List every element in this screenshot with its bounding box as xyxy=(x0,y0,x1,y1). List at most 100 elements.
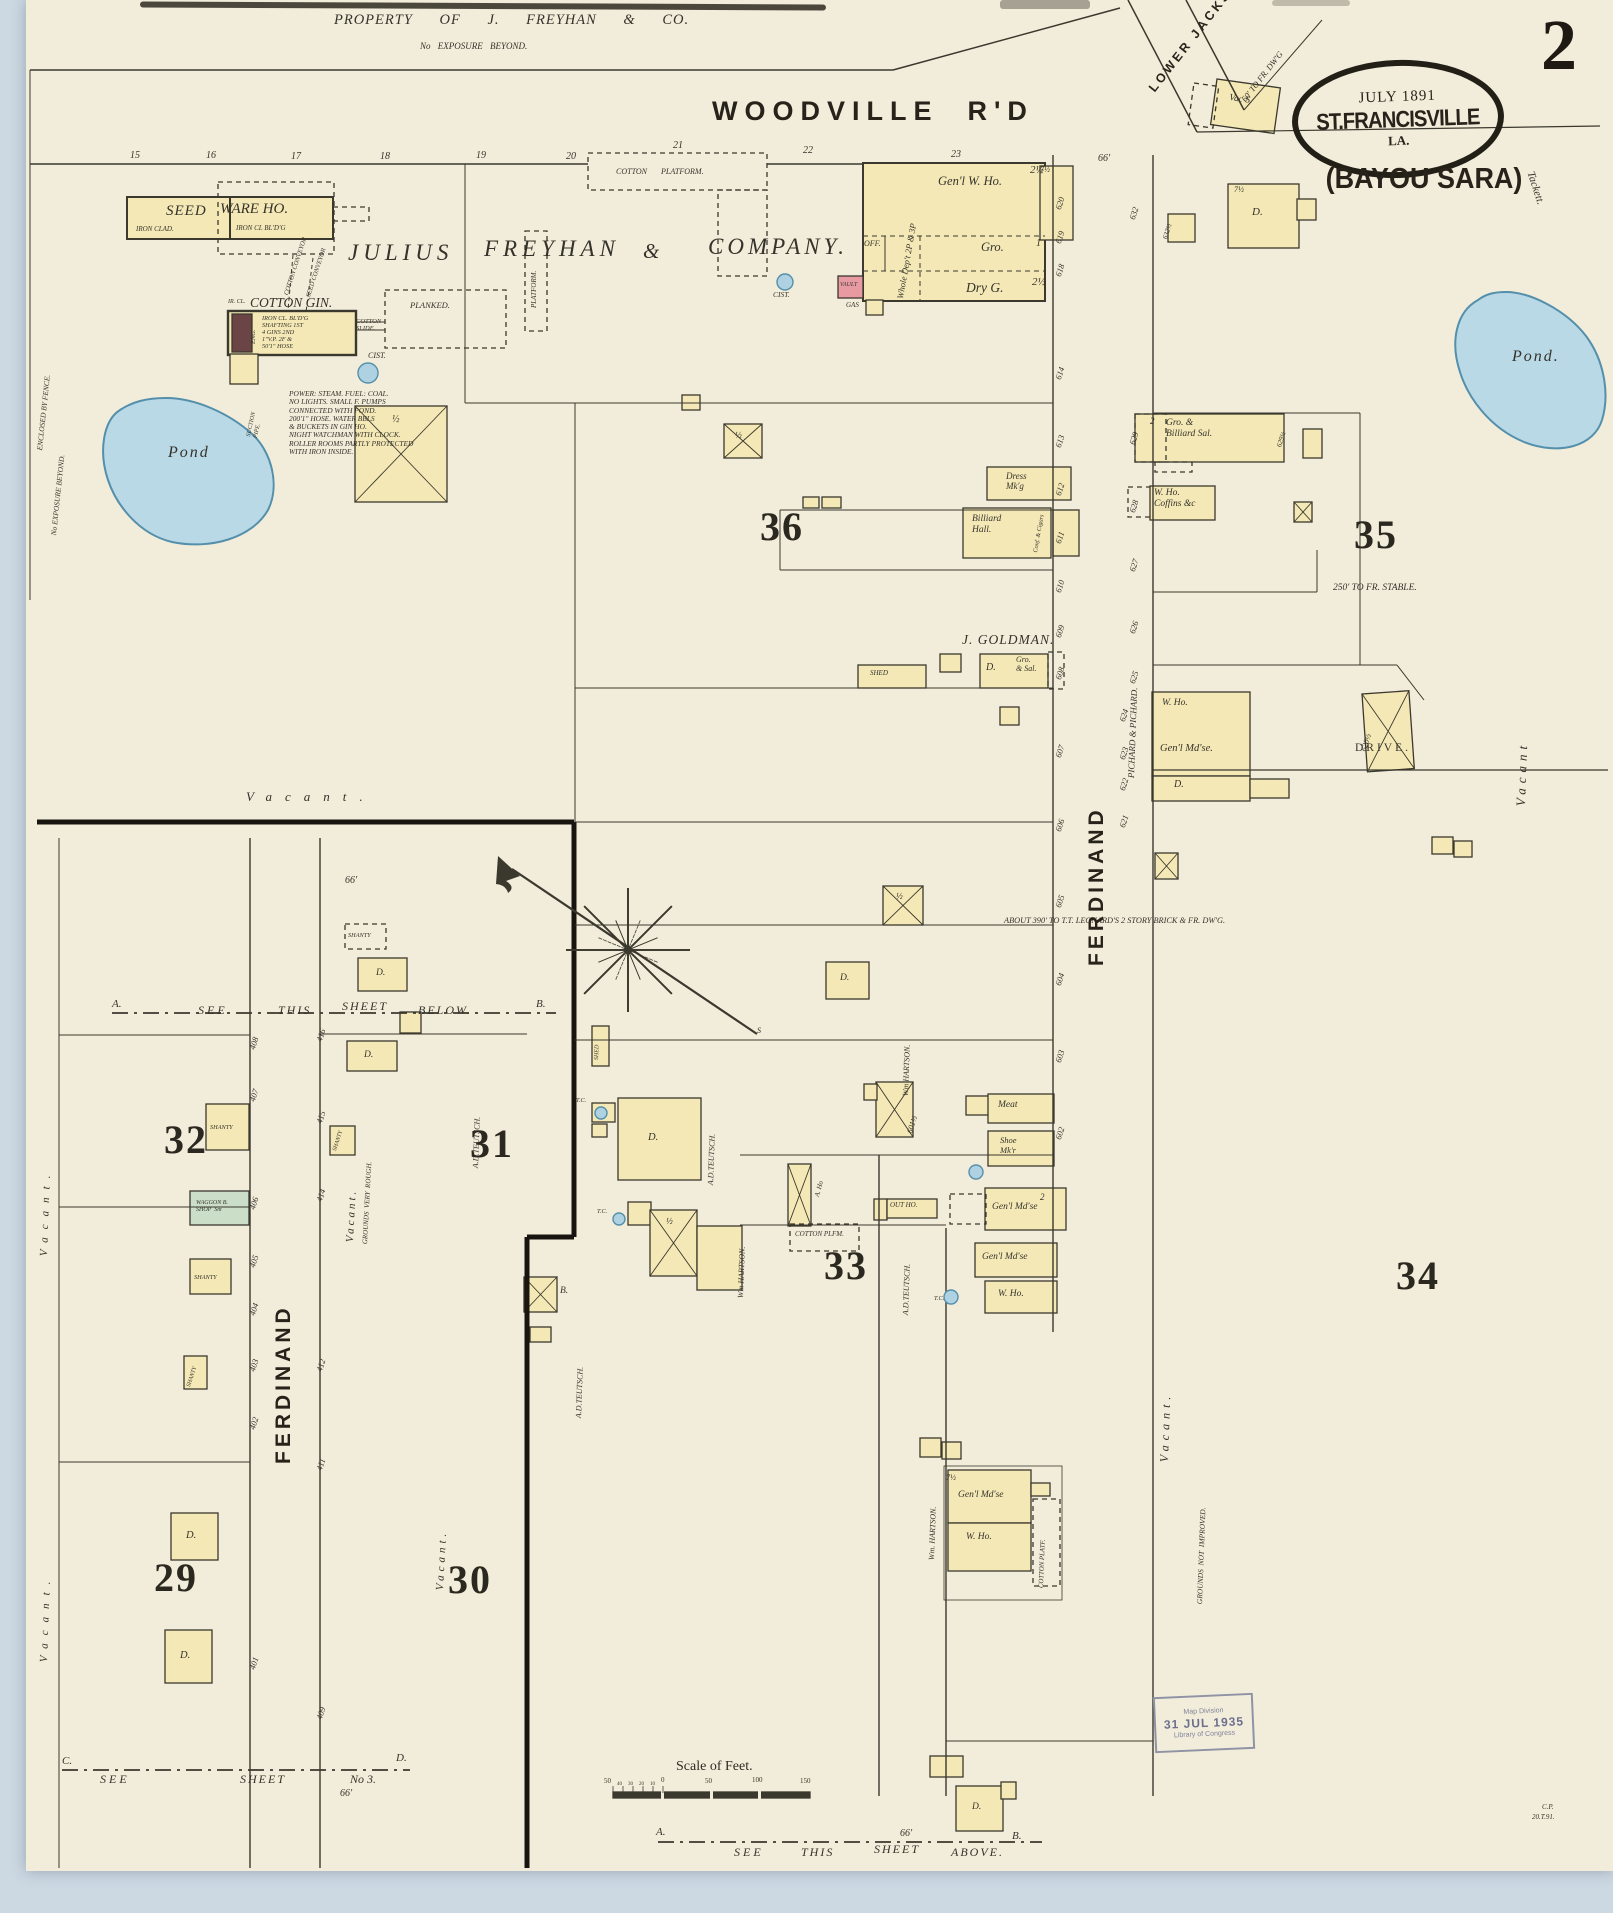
map-label: OUT HO. xyxy=(890,1201,918,1209)
map-label: Gro. & Billiard Sal. xyxy=(1166,418,1213,439)
gin-annex xyxy=(229,353,259,385)
hartson-outline xyxy=(943,1465,1063,1601)
dwelling-31a xyxy=(357,957,408,992)
meat-att xyxy=(965,1095,990,1116)
block-35: 35 xyxy=(1354,512,1398,557)
owner-teutsch-2: A.D.TEUTSCH. xyxy=(706,1133,717,1186)
dress-making xyxy=(986,466,1072,501)
shed-vertical xyxy=(591,1025,610,1067)
map-label: Gen'l Md'se. xyxy=(1160,743,1213,754)
block-31: 31 xyxy=(470,1121,514,1166)
map-label: ½ xyxy=(896,891,903,901)
map-label: 22 xyxy=(803,145,813,156)
map-label: Dress Mk'g xyxy=(1006,471,1027,492)
map-label: D. xyxy=(648,1132,659,1143)
dwelling-mid xyxy=(617,1097,702,1181)
map-label: IR. CL. xyxy=(228,299,246,305)
crossed-half-bldg xyxy=(882,885,924,926)
map-label: 7½ xyxy=(1234,185,1244,194)
bldg-601half xyxy=(875,1081,914,1138)
owner-goldman: J. GOLDMAN. xyxy=(962,632,1055,647)
ref-250ft: 250' TO FR. STABLE. xyxy=(1333,583,1417,593)
block-30: 30 xyxy=(448,1557,492,1602)
scale-title: Scale of Feet. xyxy=(676,1759,753,1774)
paper-smudge xyxy=(1272,0,1350,6)
seed-platform-dashed xyxy=(217,181,335,255)
hartson-mid-main xyxy=(696,1225,743,1291)
small-b xyxy=(821,496,842,509)
map-label: SEED xyxy=(166,203,207,219)
map-label: ½ xyxy=(735,430,742,440)
map-label: 20 xyxy=(566,151,576,162)
cistern-freyhan xyxy=(776,273,794,291)
scale-slit-3 xyxy=(758,1791,761,1799)
map-label: 2½ xyxy=(1030,164,1044,176)
bldg-620half xyxy=(1361,690,1416,773)
map-label: Gen'l Md'se xyxy=(992,1202,1038,1212)
map-label: GAS xyxy=(846,301,859,309)
map-label: 20 xyxy=(639,1782,644,1787)
map-label: No 3. xyxy=(350,1772,377,1786)
waggon-shop xyxy=(189,1190,250,1226)
bottom-dwelling-att xyxy=(1000,1781,1017,1800)
pichard-att xyxy=(1249,778,1290,799)
map-label: SHED xyxy=(594,1044,601,1061)
map-label: 2 xyxy=(1040,1192,1045,1202)
drive-small-a xyxy=(1431,836,1454,855)
coffins-warehouse xyxy=(1149,485,1216,521)
bldg-601half-att xyxy=(863,1083,878,1101)
owner-teutsch-1: A.D.TEUTSCH. xyxy=(901,1263,912,1316)
block-29: 29 xyxy=(154,1555,198,1600)
map-label: 2 xyxy=(1150,416,1155,426)
map-label: B. xyxy=(560,1286,569,1296)
map-label: Gro. & Sal. xyxy=(1016,655,1037,673)
paper-smudge xyxy=(1000,0,1090,9)
map-label: 19 xyxy=(476,150,486,161)
tank-cistern-2 xyxy=(612,1212,626,1226)
map-label: 40 xyxy=(617,1782,622,1787)
scale-slit-1 xyxy=(661,1791,664,1799)
map-label: SHEET xyxy=(874,1842,920,1856)
section-d: D. xyxy=(396,1752,407,1764)
corner-dwelling xyxy=(1039,165,1074,241)
map-label: Shoe Mk'r xyxy=(1000,1135,1017,1155)
note-cp: C.P. xyxy=(1542,1803,1554,1811)
bottom-small-b xyxy=(941,1441,962,1460)
map-label: W. Ho. xyxy=(966,1532,992,1542)
section-c: C. xyxy=(62,1755,73,1767)
map-label: W. Ho. Coffins &c xyxy=(1154,488,1196,509)
map-label: SHANTY xyxy=(348,932,371,939)
title-alt-name: (BAYOU SARA) xyxy=(1325,163,1523,195)
dwelling-29b xyxy=(164,1629,213,1684)
firm-julius: JULIUS xyxy=(348,240,454,265)
tank-cistern-3 xyxy=(968,1164,984,1180)
owner-teutsch-4: A.D.TEUTSCH. xyxy=(574,1366,585,1419)
map-label: 66' xyxy=(900,1828,913,1839)
map-line xyxy=(1196,125,1601,133)
map-label: PLATFORM. xyxy=(530,270,538,308)
platform-south xyxy=(717,189,768,277)
map-label: 1 xyxy=(1036,238,1041,249)
shanty-32c xyxy=(183,1355,208,1390)
map-line xyxy=(1243,19,1323,111)
map-label: T.C. xyxy=(576,1097,587,1104)
street-ferdinand-n: FERDINAND xyxy=(1085,806,1108,966)
vacant-store-porch xyxy=(1187,82,1220,129)
block-36: 36 xyxy=(760,504,804,549)
small-35 xyxy=(1302,428,1323,459)
scale-slit-2 xyxy=(710,1791,713,1799)
seed-ware-ho-east xyxy=(229,196,334,240)
dwelling-36 xyxy=(825,961,870,1000)
drive-small-b xyxy=(1453,840,1473,858)
map-label: Gen'l W. Ho. xyxy=(938,174,1003,188)
compass-south: S xyxy=(757,1026,761,1035)
goldman-store xyxy=(979,653,1049,689)
map-label: D. xyxy=(376,968,386,978)
outhouse-att xyxy=(873,1198,888,1221)
map-label: WAGGON B. SHOP Sm xyxy=(196,1200,228,1213)
owner-hartson-3: Wm. HARTSON. xyxy=(927,1506,938,1561)
map-label: 30 xyxy=(628,1782,633,1787)
block-33: 33 xyxy=(824,1243,868,1288)
a-house-crossed xyxy=(787,1163,812,1227)
